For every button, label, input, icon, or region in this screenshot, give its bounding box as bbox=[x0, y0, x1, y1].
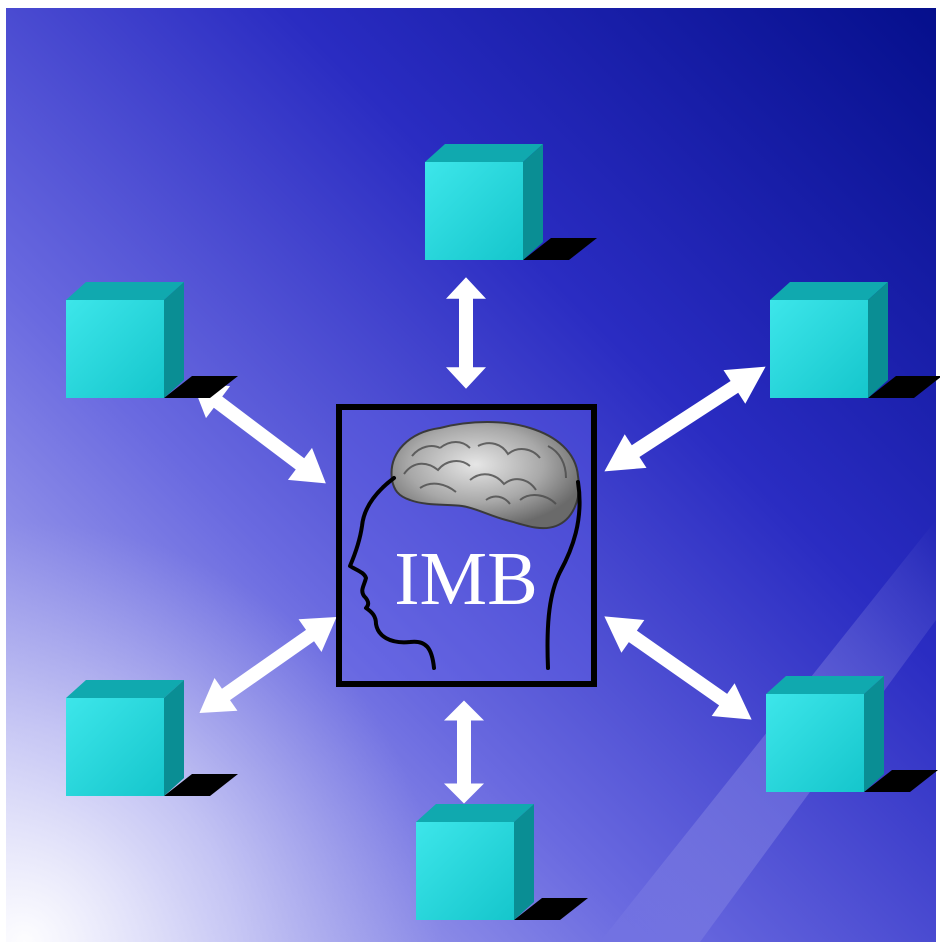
center-label: IMB bbox=[394, 537, 538, 621]
head-brain-icon bbox=[348, 421, 582, 670]
center-node: IMB bbox=[336, 404, 597, 687]
